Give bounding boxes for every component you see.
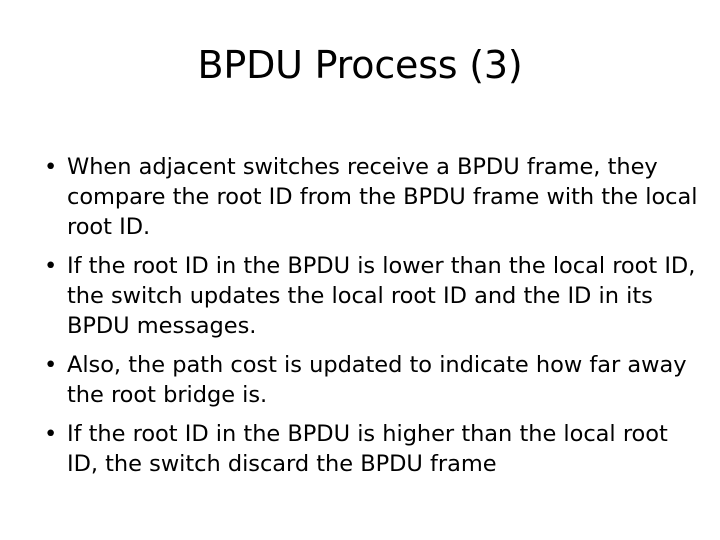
bullet-icon: • <box>44 253 58 279</box>
list-item: • If the root ID in the BPDU is lower th… <box>42 251 704 341</box>
bullet-icon: • <box>44 352 58 378</box>
list-item: • When adjacent switches receive a BPDU … <box>42 152 704 242</box>
page-title: BPDU Process (3) <box>197 43 523 87</box>
list-item-text: Also, the path cost is updated to indica… <box>67 352 687 408</box>
list-item-text: If the root ID in the BPDU is lower than… <box>67 253 696 339</box>
bullet-icon: • <box>44 421 58 447</box>
bullet-list: • When adjacent switches receive a BPDU … <box>42 152 704 479</box>
list-item-text: If the root ID in the BPDU is higher tha… <box>67 421 668 477</box>
bullet-icon: • <box>44 154 58 180</box>
list-item: • If the root ID in the BPDU is higher t… <box>42 419 704 479</box>
list-item-text: When adjacent switches receive a BPDU fr… <box>67 154 698 240</box>
list-item: • Also, the path cost is updated to indi… <box>42 350 704 410</box>
